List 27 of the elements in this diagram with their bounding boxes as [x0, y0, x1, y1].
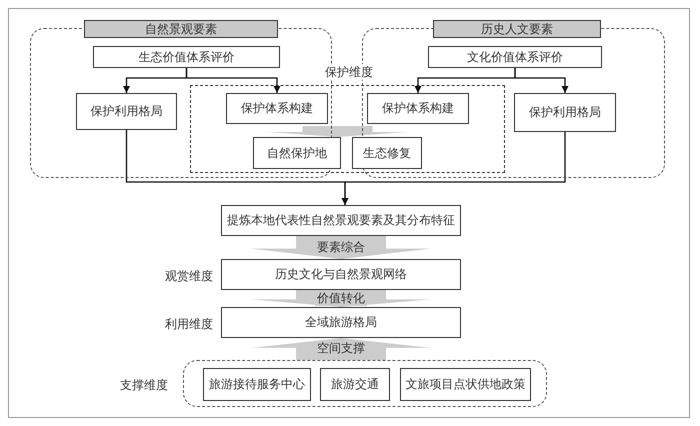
side-label: 支撑维度: [120, 377, 168, 394]
process-box: 保护体系构建: [226, 93, 328, 124]
process-box: 保护利用格局: [514, 93, 616, 132]
block-arrow: [268, 126, 408, 137]
edge-label: 要素综合: [315, 240, 367, 254]
process-box: 生态价值体系评价: [93, 46, 280, 68]
process-box: 自然保护地: [253, 137, 341, 169]
process-box: 生态修复: [352, 137, 422, 169]
process-box: 全域旅游格局: [221, 307, 461, 338]
arrow: [514, 68, 568, 93]
side-label: 观赏维度: [165, 268, 213, 285]
edge-label: 价值转化: [315, 290, 367, 306]
process-box: 保护利用格局: [76, 93, 177, 130]
process-box: 旅游交通: [320, 368, 390, 401]
edge-label: 空间支撑: [315, 341, 367, 356]
process-box: 保护体系构建: [367, 93, 469, 124]
dashed-group: [183, 360, 547, 407]
process-box: 历史文化与自然景观网络: [221, 259, 461, 290]
process-box: 旅游接待服务中心: [203, 368, 311, 401]
process-box: 文化价值体系评价: [428, 46, 602, 68]
heading-box: 历史人文要素: [433, 20, 601, 38]
side-label: 利用维度: [165, 316, 213, 333]
heading-box: 自然景观要素: [84, 20, 278, 38]
arrow: [342, 132, 566, 205]
process-box: 提炼本地代表性自然景观要素及其分布特征: [221, 205, 461, 236]
arrow: [186, 68, 280, 93]
process-box: 文旅项目点状供地政策: [400, 368, 531, 401]
